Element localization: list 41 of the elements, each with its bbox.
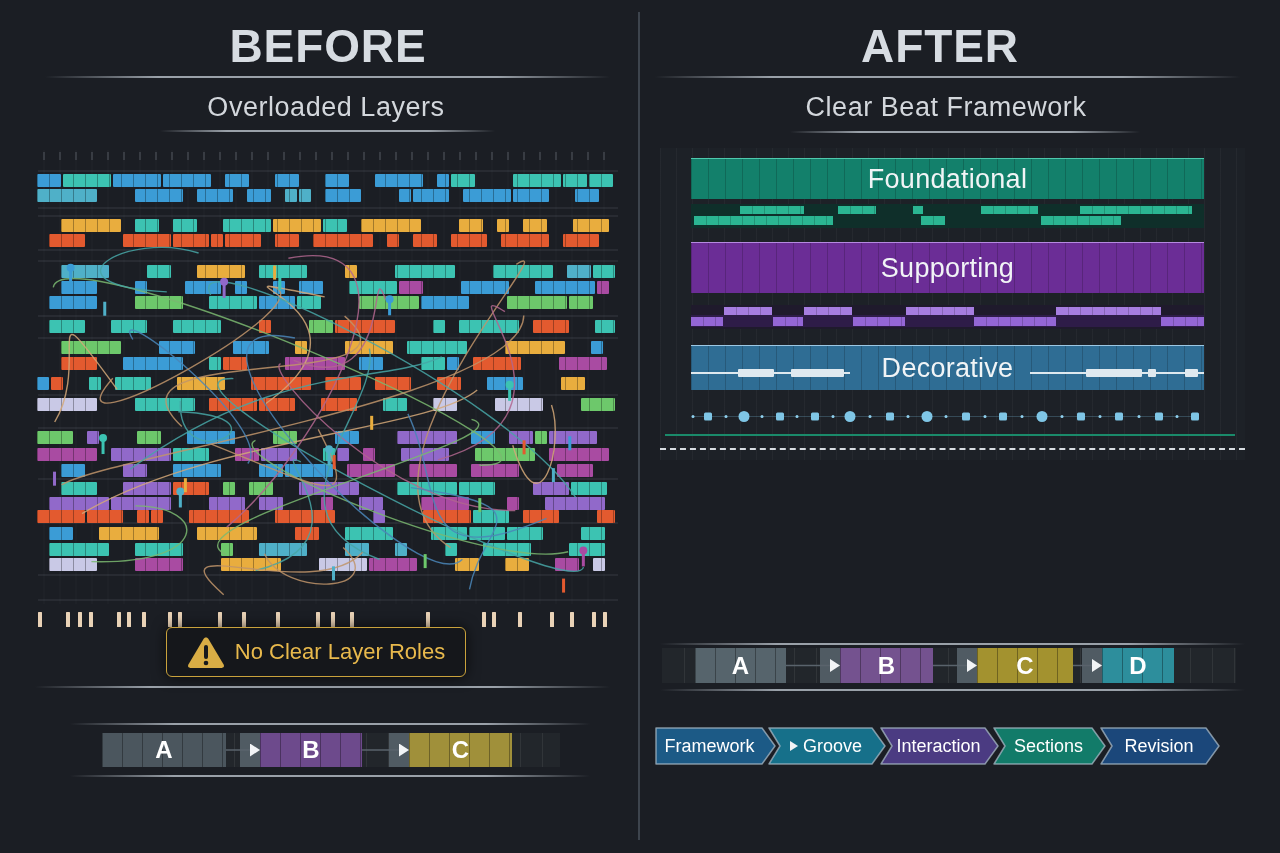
section-letter: D [1129,653,1147,678]
arrow [785,659,841,672]
layer-bar [691,158,1204,199]
panel-subtitle: Clear Beat Framework [805,94,1087,121]
chevron-step [993,727,1106,765]
section-block [260,733,362,767]
section-letter: B [877,653,896,678]
layer-bar [691,345,1204,390]
section-block [409,733,512,767]
section-letter: B [302,738,320,762]
section-block [695,648,786,683]
section-block [1102,648,1174,683]
step-label: Revision [1124,737,1194,755]
step-label: Sections [1013,737,1083,755]
arrow [932,659,978,672]
warning-message: No Clear Layer Roles [234,641,446,663]
layer-name: Foundational [867,165,1028,193]
arrow [225,743,261,757]
panel-heading: AFTER [861,23,1019,69]
warning-box [166,627,466,677]
section-letter: C [1016,653,1034,678]
panel-subtitle: Overloaded Layers [207,94,445,121]
layer-name: Supporting [880,254,1015,282]
section-block [102,733,226,767]
section-letter: A [155,738,173,762]
layer-bar [691,242,1204,293]
arrow [1072,659,1103,672]
chevron-step [880,727,999,765]
section-block [977,648,1073,683]
section-block [840,648,933,683]
step-label: Framework [664,737,755,755]
layer-name: Decorative [881,354,1014,382]
step-label: Interaction [896,737,981,755]
arrow [361,743,410,757]
section-letter: C [451,738,470,762]
chevron-step [768,727,886,765]
chevron-step [1100,727,1220,765]
section-letter: A [731,653,750,678]
step-label: Groove [803,737,862,755]
panel-heading: BEFORE [229,23,427,69]
chevron-step [655,727,776,765]
